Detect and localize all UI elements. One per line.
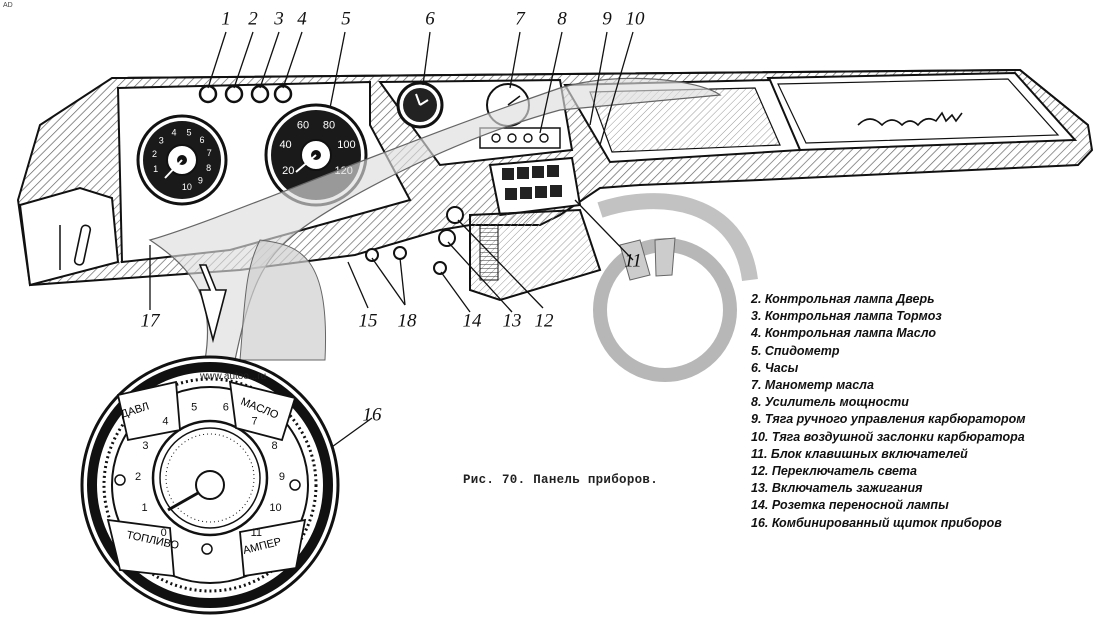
cluster-tick-label: 11 <box>251 527 262 539</box>
tacho-tick-label: 1 <box>153 164 158 174</box>
legend-item: 8. Усилитель мощности <box>751 395 909 410</box>
warning-lamps <box>198 84 293 104</box>
callout-13: 13 <box>503 310 522 331</box>
legend-item: 7. Манометр масла <box>751 378 874 393</box>
switch-block <box>488 156 582 217</box>
callout-7: 7 <box>515 8 526 29</box>
cluster-tick-label: 0 <box>161 527 167 539</box>
cluster-tick-label: 1 <box>141 502 147 514</box>
emblem-script <box>857 111 963 127</box>
legend-item: 10. Тяга воздушной заслонки карбюратора <box>751 429 1025 444</box>
callout-15: 15 <box>359 310 378 331</box>
callout-8: 8 <box>557 8 567 29</box>
tacho-tick-label: 4 <box>171 128 176 138</box>
callout-2: 2 <box>248 8 258 29</box>
tacho-tick-label: 2 <box>152 149 157 159</box>
speed-tick-label: 60 <box>297 120 309 132</box>
cluster-tick-label: 7 <box>251 415 257 427</box>
legend-item: 9. Тяга ручного управления карбюратором <box>751 412 1026 427</box>
speed-tick-label: 20 <box>282 165 294 177</box>
legend-item: 2. Контрольная лампа Дверь <box>751 292 935 306</box>
speed-tick-label: 40 <box>279 139 291 151</box>
tacho-tick-label: 6 <box>199 135 204 145</box>
steering-wheel <box>593 193 758 382</box>
cluster-tick-label: 10 <box>269 502 281 514</box>
cluster-tick-label: 5 <box>191 402 197 414</box>
callout-6: 6 <box>425 8 435 29</box>
callout-5: 5 <box>341 8 351 29</box>
legend-item: 11. Блок клавишных включателей <box>751 446 968 461</box>
tacho-tick-label: 7 <box>207 148 212 158</box>
callout-9: 9 <box>602 8 612 29</box>
legend-item: 3. Контрольная лампа Тормоз <box>751 309 942 324</box>
callout-14: 14 <box>463 310 483 331</box>
tacho-tick-label: 8 <box>206 163 211 173</box>
center-console <box>469 208 602 302</box>
callout-1: 1 <box>221 8 231 29</box>
legend: 2. Контрольная лампа Дверь 3. Контрольна… <box>751 291 1111 532</box>
callout-18: 18 <box>398 310 418 331</box>
speed-tick-label: 100 <box>337 139 355 151</box>
legend-item: 12. Переключатель света <box>751 464 917 479</box>
corner-mark: AD <box>3 2 13 9</box>
legend-item: 6. Часы <box>751 360 799 375</box>
cluster-tick-label: 8 <box>271 440 277 452</box>
callout-10: 10 <box>626 8 646 29</box>
cluster-tick-label: 9 <box>279 471 285 483</box>
callout-11: 11 <box>624 250 642 271</box>
callout-3: 3 <box>273 8 284 29</box>
callout-17: 17 <box>141 310 162 331</box>
callout-16: 16 <box>363 404 383 425</box>
callout-12: 12 <box>535 310 555 331</box>
cluster-tick-label: 3 <box>142 440 148 452</box>
watermark: www.autoo...ru <box>200 371 267 382</box>
light-switch <box>446 206 464 224</box>
legend-item: 4. Контрольная лампа Масло <box>751 326 936 341</box>
legend-item: 16. Комбинированный щиток приборов <box>751 515 1002 530</box>
speed-tick-label: 80 <box>323 120 335 132</box>
cluster-tick-label: 4 <box>162 415 168 427</box>
legend-item: 5. Спидометр <box>751 343 840 358</box>
tacho-tick-label: 5 <box>186 127 191 137</box>
cluster-tick-label: 6 <box>223 402 229 414</box>
combined-panel <box>80 355 340 615</box>
clock <box>396 81 444 129</box>
legend-item: 14. Розетка переносной лампы <box>751 498 949 513</box>
cluster-tick-label: 2 <box>135 471 141 483</box>
tacho-tick-label: 3 <box>159 136 164 146</box>
detail-arrow <box>198 264 228 344</box>
figure-caption: Рис. 70. Панель приборов. <box>463 473 659 487</box>
tacho-tick-label: 10 <box>182 182 192 192</box>
lamp-socket <box>433 261 447 275</box>
callout-4: 4 <box>297 8 307 29</box>
legend-item: 13. Включатель зажигания <box>751 481 923 496</box>
left-dial <box>136 114 228 206</box>
ignition-switch <box>438 229 456 247</box>
combined-panel-scale: 0 1 2 3 4 5 6 7 8 9 10 11 <box>135 402 285 539</box>
tacho-tick-label: 9 <box>198 175 203 185</box>
